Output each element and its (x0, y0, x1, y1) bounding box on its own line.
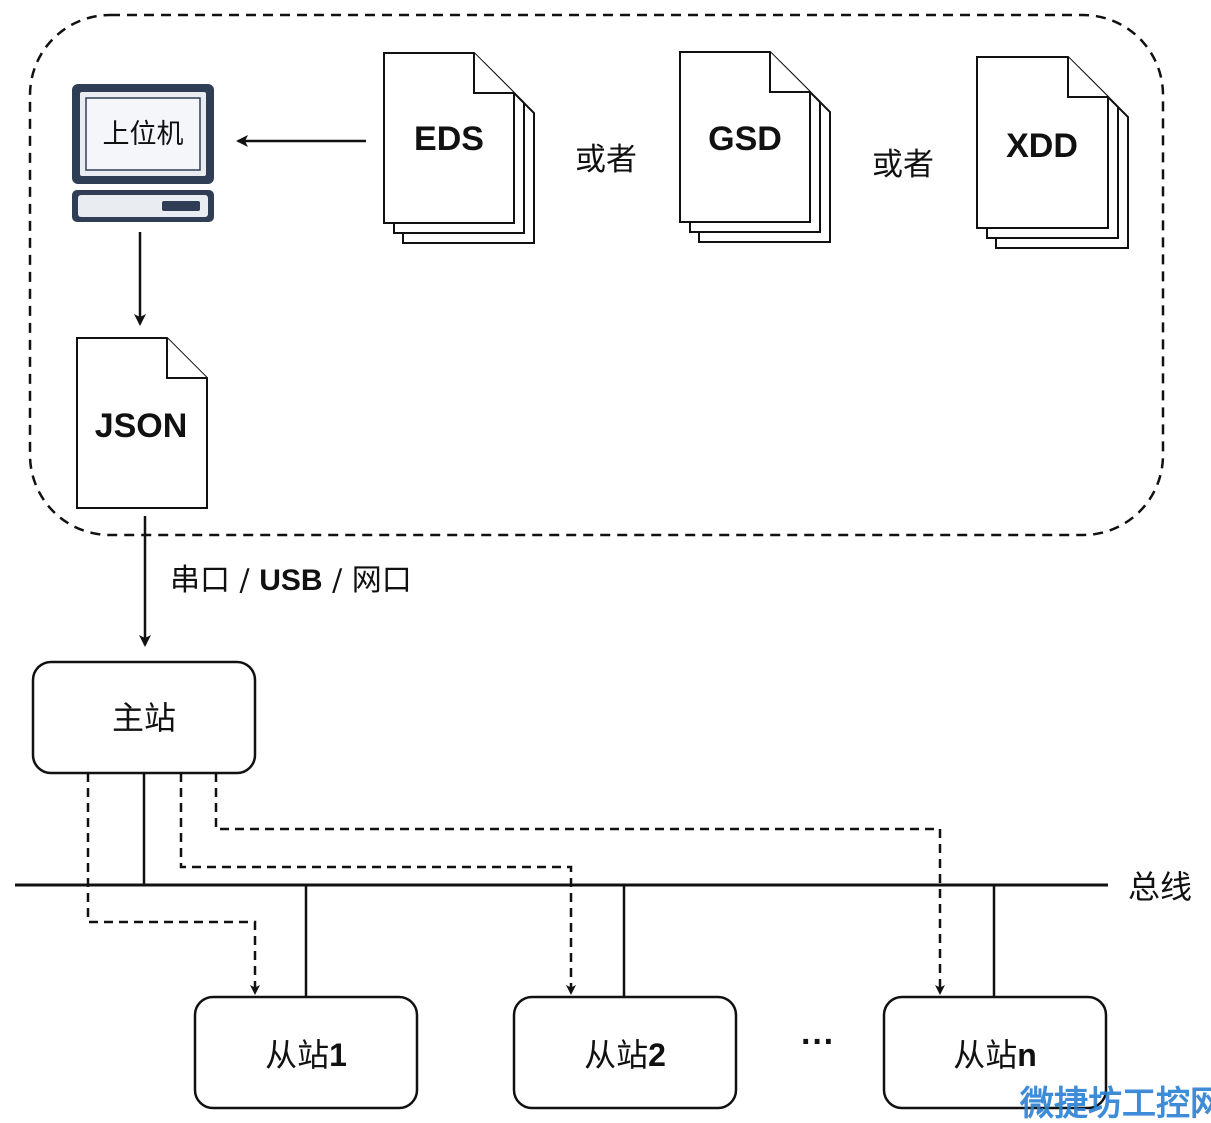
slave-2-label: 从站2 (584, 1036, 666, 1074)
slave-1-num: 1 (329, 1037, 347, 1073)
bus-label: 总线 (1128, 868, 1192, 906)
slave-station-2[interactable] (512, 995, 738, 1110)
or-label-2: 或者 (872, 147, 934, 183)
slave-2-num: 2 (648, 1037, 666, 1073)
slave-station-1[interactable] (193, 995, 419, 1110)
json-label: JSON (95, 407, 188, 445)
watermark: 微捷坊工控网 (1019, 1085, 1211, 1123)
gsd-file-icon: GSD (679, 51, 831, 243)
link-label-part1: 串口 / (170, 563, 259, 598)
eds-file-icon: EDS (383, 52, 535, 244)
host-computer-icon: 上位机 (72, 84, 214, 222)
slave-n-num: n (1017, 1037, 1037, 1073)
slave-station-n[interactable] (882, 995, 1108, 1110)
json-file-icon: JSON (76, 337, 208, 509)
xdd-file-icon: XDD (976, 56, 1129, 249)
slave-n-label: 从站n (953, 1036, 1037, 1074)
or-label-1: 或者 (575, 142, 637, 178)
link-label-part3: / 网口 (323, 563, 412, 598)
eds-label: EDS (414, 120, 484, 158)
host-label: 上位机 (103, 119, 184, 150)
ellipsis: ··· (801, 1023, 835, 1061)
slave-1-label: 从站1 (265, 1036, 347, 1074)
xdd-label: XDD (1006, 127, 1078, 165)
config-region (28, 13, 1165, 537)
link-label-usb: USB (259, 564, 322, 597)
dashed-path-slave1 (86, 773, 260, 995)
slave-n-prefix: 从站 (953, 1036, 1017, 1074)
slave-1-prefix: 从站 (265, 1036, 329, 1074)
dashed-path-slaven (214, 773, 945, 995)
link-label: 串口 / USB / 网口 (170, 563, 412, 598)
master-label: 主站 (112, 699, 176, 737)
gsd-label: GSD (708, 120, 782, 158)
slave-2-prefix: 从站 (584, 1036, 648, 1074)
dashed-path-slave2 (179, 773, 576, 995)
